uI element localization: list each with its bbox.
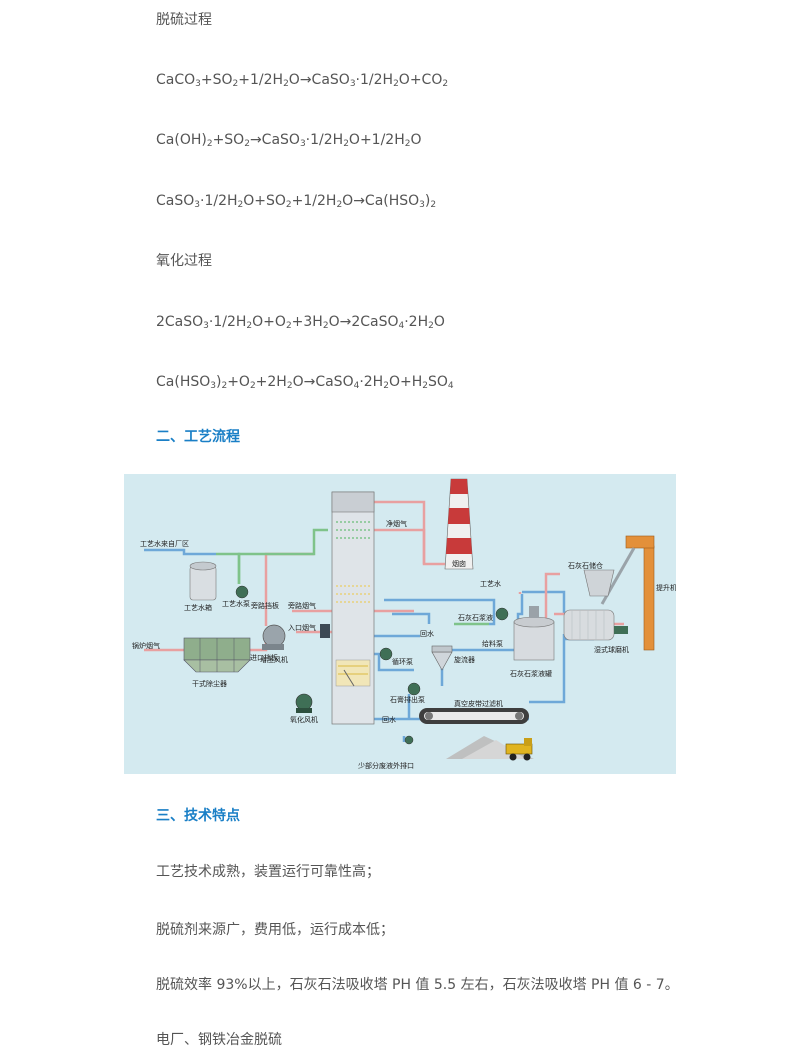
label-partial-waste: 少部分废液外排口: [358, 761, 414, 770]
label-boiler-flue: 锅炉烟气: [132, 641, 160, 650]
label-return-water-1: 回水: [420, 629, 434, 638]
label-feed-pump: 给料泵: [482, 639, 503, 648]
label-return-water-2: 回水: [382, 715, 396, 724]
label-limestone-silo: 石灰石储仓: [568, 561, 603, 570]
section-title-process: 二、工艺流程: [156, 429, 240, 445]
label-inlet-flue: 入口烟气: [288, 623, 316, 632]
label-process-water-pump: 工艺水泵: [222, 599, 250, 608]
label-chimney: 烟囱: [452, 559, 466, 568]
oxidation-heading: 氧化过程: [156, 253, 212, 269]
label-limestone-slurry: 石灰石浆液: [458, 613, 493, 622]
label-hydrocyclone: 旋流器: [454, 655, 475, 664]
label-bypass-flue: 旁路烟气: [288, 601, 316, 610]
formula-line: CaSO3·1/2H2O+SO2+1/2H2O→Ca(HSO3)2: [156, 193, 437, 210]
label-process-water-source: 工艺水来自厂区: [140, 539, 189, 548]
section-title-features: 三、技术特点: [156, 808, 240, 824]
label-elevator: 提升机: [656, 583, 676, 592]
process-flow-diagram: 净烟气 烟囱 工艺水来自厂区 工艺水箱 工艺水泵 旁路挡板 旁路烟气 入口烟气 …: [124, 474, 676, 774]
label-circulation-pump: 循环泵: [392, 657, 413, 666]
feature-item: 电厂、钢铁冶金脱硫: [156, 1032, 282, 1048]
formula-line: CaCO3+SO2+1/2H2O→CaSO3·1/2H2O+CO2: [156, 72, 449, 89]
feature-item: 脱硫效率 93%以上，石灰石法吸收塔 PH 值 5.5 左右，石灰法吸收塔 PH…: [156, 977, 679, 993]
label-inlet-baffle: 进口挡板: [250, 653, 278, 662]
label-process-water-tank: 工艺水箱: [184, 603, 212, 612]
feature-item: 脱硫剂来源广，费用低，运行成本低；: [156, 922, 394, 938]
formula-line: 2CaSO3·1/2H2O+O2+3H2O→2CaSO4·2H2O: [156, 314, 445, 331]
feature-item: 工艺技术成熟，装置运行可靠性高；: [156, 864, 380, 880]
formula-line: Ca(OH)2+SO2→CaSO3·1/2H2O+1/2H2O: [156, 132, 422, 149]
desulfurization-heading: 脱硫过程: [156, 12, 212, 28]
label-dry-dust-collector: 干式除尘器: [192, 679, 227, 688]
label-clean-flue-gas: 净烟气: [386, 519, 407, 528]
label-process-water-2: 工艺水: [480, 579, 501, 588]
formula-line: Ca(HSO3)2+O2+2H2O→CaSO4·2H2O+H2SO4: [156, 374, 454, 391]
label-vacuum-belt-filter: 真空皮带过滤机: [454, 699, 503, 708]
label-gypsum-pump: 石膏排出泵: [390, 695, 425, 704]
label-slurry-tank: 石灰石浆液罐: [510, 669, 552, 678]
label-bypass-baffle: 旁路挡板: [251, 601, 279, 610]
label-oxidation-fan: 氧化风机: [290, 715, 318, 724]
label-wet-ball-mill: 湿式球磨机: [594, 645, 629, 654]
label-booster-fan: 增压风机: [260, 655, 288, 664]
